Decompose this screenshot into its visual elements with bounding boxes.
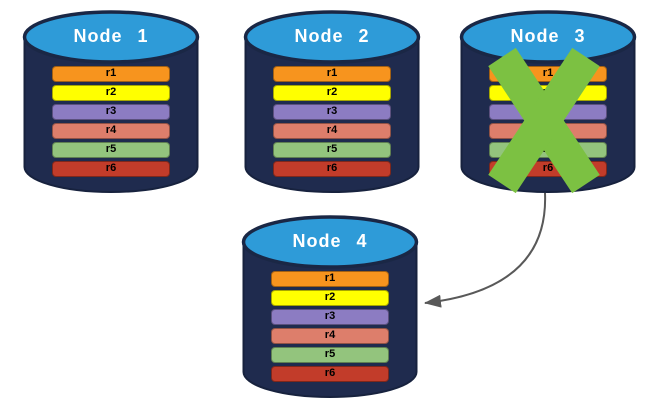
replica-row: r6 xyxy=(52,161,170,177)
replica-row-stack: r1 r2 r3 r4 r5 r6 xyxy=(489,66,607,180)
migration-arrow xyxy=(424,192,547,308)
cylinder-top xyxy=(241,215,419,269)
cylinder-top xyxy=(22,10,200,64)
replica-row: r2 xyxy=(273,85,391,101)
replica-row: r3 xyxy=(489,104,607,120)
replica-row-stack: r1 r2 r3 r4 r5 r6 xyxy=(271,271,389,385)
node-4: Node 4 r1 r2 r3 r4 r5 r6 xyxy=(240,214,420,398)
replica-row: r6 xyxy=(273,161,391,177)
replica-row: r1 xyxy=(52,66,170,82)
node-label: Node 1 xyxy=(73,26,149,46)
replica-row: r5 xyxy=(273,142,391,158)
replica-row: r2 xyxy=(52,85,170,101)
replica-row: r3 xyxy=(271,309,389,325)
node-3: Node 3 r1 r2 r3 r4 r5 r6 xyxy=(458,9,638,193)
replica-row: r3 xyxy=(52,104,170,120)
replica-row: r1 xyxy=(271,271,389,287)
cylinder-top xyxy=(243,10,421,64)
replica-row: r1 xyxy=(489,66,607,82)
node-label: Node 3 xyxy=(510,26,586,46)
replica-row: r3 xyxy=(273,104,391,120)
node-2: Node 2 r1 r2 r3 r4 r5 r6 xyxy=(242,9,422,193)
replica-row: r4 xyxy=(52,123,170,139)
replica-row-stack: r1 r2 r3 r4 r5 r6 xyxy=(52,66,170,180)
replica-row: r2 xyxy=(489,85,607,101)
replica-row: r4 xyxy=(273,123,391,139)
node-1: Node 1 r1 r2 r3 r4 r5 r6 xyxy=(21,9,201,193)
replica-row: r6 xyxy=(489,161,607,177)
replica-row: r4 xyxy=(489,123,607,139)
replica-row: r2 xyxy=(271,290,389,306)
replica-row: r5 xyxy=(52,142,170,158)
replica-row: r5 xyxy=(489,142,607,158)
replica-row: r1 xyxy=(273,66,391,82)
node-label: Node 4 xyxy=(292,231,368,251)
replica-row: r4 xyxy=(271,328,389,344)
replica-row-stack: r1 r2 r3 r4 r5 r6 xyxy=(273,66,391,180)
replica-row: r6 xyxy=(271,366,389,382)
replica-row: r5 xyxy=(271,347,389,363)
node-label: Node 2 xyxy=(294,26,370,46)
